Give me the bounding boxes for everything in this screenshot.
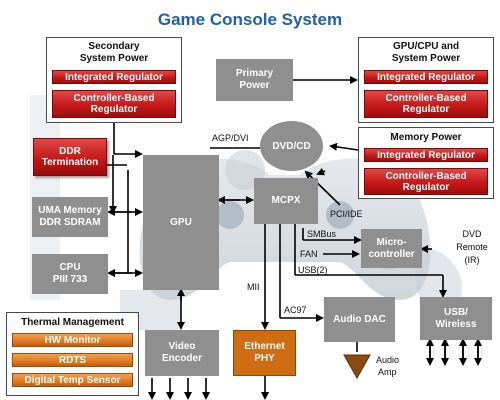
gpu-cpu-integrated-regulator: Integrated Regulator — [364, 70, 488, 84]
usb-wireless-label-line2: Wireless — [435, 318, 477, 330]
pci-ide-label: PCI/IDE — [330, 209, 363, 219]
gpu-cpu-controller-based-regulator: Controller-Based Regulator — [364, 90, 488, 118]
memory-integrated-regulator: Integrated Regulator — [364, 148, 488, 162]
primary-power-block: Primary Power — [216, 59, 293, 101]
primary-power-label: Primary Power — [235, 68, 274, 91]
audio-dac-block: Audio DAC — [324, 297, 395, 342]
secondary-integrated-regulator: Integrated Regulator — [52, 70, 176, 84]
usb2-label: USB(2) — [298, 265, 328, 275]
audio-amp-label-line1: Audio — [376, 355, 400, 365]
ethernet-phy-label-line1: Ethernet — [244, 341, 285, 352]
audio-amp-triangle-icon — [343, 354, 371, 380]
gpu-cpu-power-title-line1: GPU/CPU and — [392, 41, 460, 52]
gpu-cpu-power-title-line2: System Power — [391, 53, 461, 64]
uma-memory-block: UMA Memory DDR SDRAM — [32, 197, 108, 237]
memory-power-panel: Memory Power Integrated Regulator Contro… — [358, 127, 494, 199]
uma-memory-label-line2: DDR SDRAM — [39, 217, 101, 228]
secondary-power-title-line2: System Power — [79, 53, 149, 64]
memory-power-title: Memory Power — [390, 132, 462, 143]
secondary-controller-based-regulator: Controller-Based Regulator — [52, 90, 176, 118]
video-encoder-label-line2: Encoder — [161, 353, 202, 364]
ethernet-phy-label-line2: PHY — [254, 353, 275, 364]
ac97-label: AC97 — [284, 305, 307, 315]
gpu-cpu-system-power-panel: GPU/CPU and System Power Integrated Regu… — [358, 37, 494, 123]
secondary-system-power-panel: Secondary System Power Integrated Regula… — [46, 37, 182, 123]
ddr-termination-block: DDR Termination — [33, 138, 107, 176]
video-encoder-block: Video Encoder — [145, 330, 219, 376]
audio-amp-label-line2: Amp — [378, 367, 397, 377]
microcontroller-block: Micro- controller — [361, 229, 422, 268]
cpu-label-line1: CPU — [59, 262, 81, 273]
page-title: Game Console System — [157, 10, 343, 29]
hw-monitor-item: HW Monitor — [12, 333, 133, 347]
thermal-management-title: Thermal Management — [21, 317, 124, 328]
dvd-remote-label-line1: DVD — [462, 229, 482, 239]
uma-memory-label-line1: UMA Memory — [38, 205, 102, 216]
microcontroller-label-line1: Micro- — [376, 236, 407, 248]
usb-wireless-label-line1: USB/ — [444, 306, 468, 318]
ethernet-phy-block: Ethernet PHY — [233, 330, 296, 376]
mcpx-block: MCPX — [254, 178, 318, 224]
fan-label: FAN — [300, 249, 318, 259]
dvd-remote-label-line2: Remote — [456, 242, 488, 252]
rdts-item: RDTS — [12, 353, 133, 367]
memory-controller-based-regulator: Controller-Based Regulator — [364, 168, 488, 195]
usb-wireless-block: USB/ Wireless — [420, 297, 492, 340]
cpu-block: CPU PIII 733 — [32, 254, 108, 294]
secondary-power-title-line1: Secondary — [88, 41, 140, 52]
dvd-cd-block: DVD/CD — [260, 121, 323, 171]
video-encoder-label-line1: Video — [168, 341, 196, 352]
microcontroller-label-line2: controller — [368, 248, 415, 260]
cpu-label-line2: PIII 733 — [52, 274, 88, 285]
dvd-remote-label-line3: (IR) — [464, 255, 480, 265]
thermal-management-panel: Thermal Management HW Monitor RDTS Digit… — [6, 312, 139, 396]
agp-dvi-label: AGP/DVI — [212, 133, 249, 143]
smbus-label: SMBus — [307, 229, 337, 239]
gpu-block: GPU — [143, 155, 219, 290]
mii-label: MII — [247, 282, 260, 292]
digital-temp-sensor-item: Digital Temp Sensor — [12, 373, 133, 387]
